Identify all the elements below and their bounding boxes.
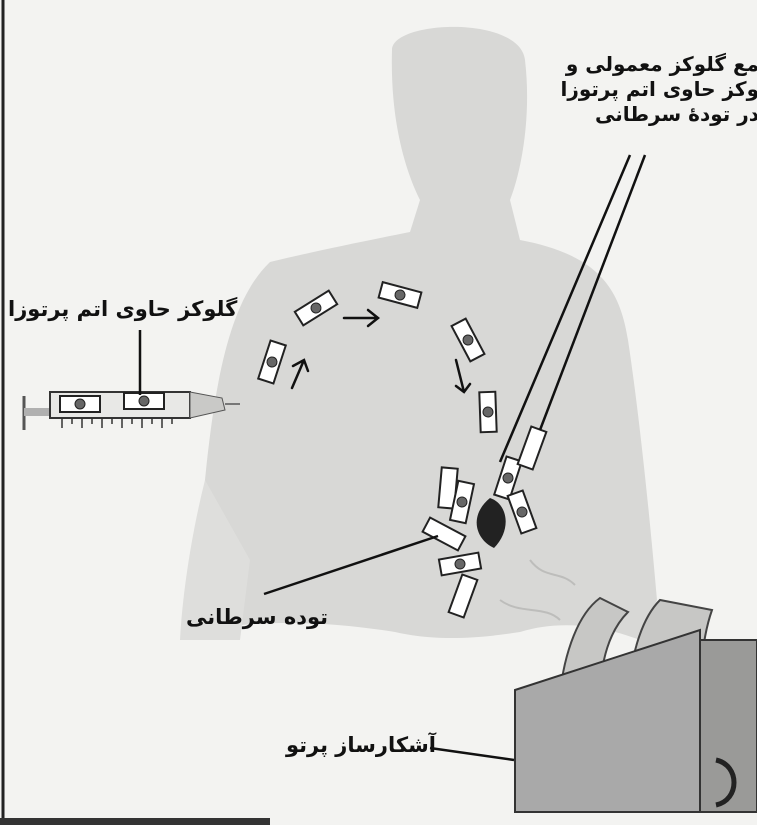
syringe-glucose-molecule: [60, 396, 100, 412]
label-mixture-line-2: وکز حاوی اتم پرتوزا: [561, 77, 757, 102]
label-tumor: توده سرطانی: [186, 604, 328, 630]
label-mixture: مع گلوکز معمولی و وکز حاوی اتم پرتوزا در…: [561, 52, 757, 127]
label-detector: آشکارساز پرتو: [286, 732, 436, 758]
label-injected-glucose: گلوکز حاوی اتم پرتوزا: [8, 296, 237, 322]
label-mixture-line-3: در تودهٔ سرطانی: [561, 102, 757, 127]
syringe-glucose-molecule: [124, 393, 164, 409]
label-mixture-line-1: مع گلوکز معمولی و: [561, 52, 757, 77]
